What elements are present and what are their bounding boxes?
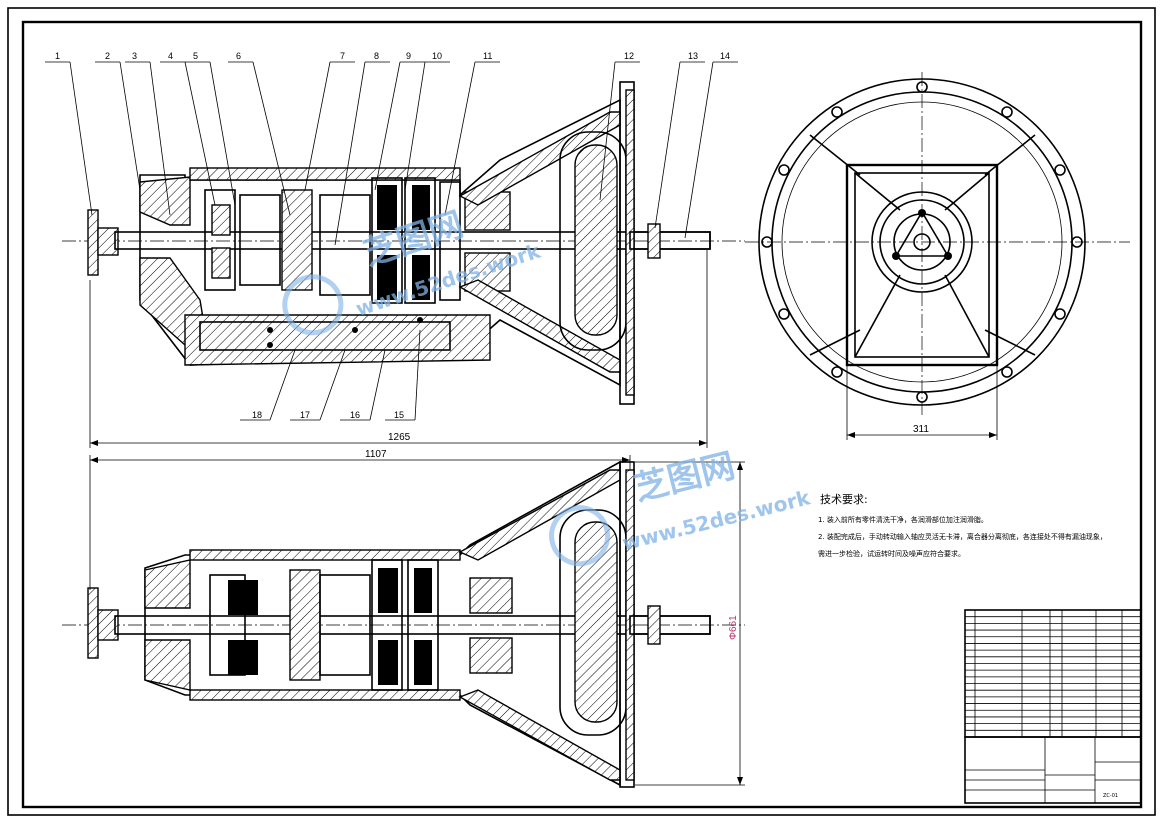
- watermark-brand-bottom: 芝图网: [630, 446, 739, 509]
- dim-1107: 1107: [365, 449, 387, 460]
- part-label-5: 5: [193, 51, 198, 61]
- part-label-11: 11: [483, 51, 492, 61]
- dim-phi-661: Φ661: [728, 615, 739, 640]
- part-label-4: 4: [168, 51, 173, 61]
- top-section-view: [62, 81, 745, 405]
- part-label-3: 3: [132, 51, 137, 61]
- dim-1265: 1265: [388, 432, 411, 443]
- part-label-6: 6: [236, 51, 241, 61]
- part-label-10: 10: [432, 51, 442, 61]
- technical-requirements: 技术要求: 1. 装入前所有零件清洗干净，各润滑部位加注润滑脂。 2. 装配完成…: [818, 493, 1107, 558]
- part-label-14: 14: [720, 51, 730, 61]
- dim-311: 311: [913, 424, 929, 435]
- part-label-2: 2: [105, 51, 110, 61]
- part-label-13: 13: [688, 51, 698, 61]
- tech-req-line-1: 1. 装入前所有零件清洗干净，各润滑部位加注润滑脂。: [818, 515, 988, 524]
- end-view: 311: [745, 72, 1130, 440]
- title-block: ZC-01: [964, 736, 1142, 804]
- part-label-group: 1 2 3 4 5 6 7 8 9 10 11 12 13 14 15 16 1…: [55, 51, 730, 420]
- part-label-8: 8: [374, 51, 379, 61]
- part-label-12: 12: [624, 51, 634, 61]
- part-label-9: 9: [406, 51, 411, 61]
- part-label-18: 18: [252, 410, 262, 420]
- part-leaders-top: [45, 61, 738, 421]
- part-label-7: 7: [340, 51, 345, 61]
- part-label-15: 15: [394, 410, 404, 420]
- drawing-number: ZC-01: [1103, 793, 1118, 799]
- part-label-1: 1: [55, 51, 60, 61]
- tech-req-title: 技术要求:: [820, 493, 868, 506]
- drawing-border: [7, 7, 1156, 816]
- tech-req-line-2: 2. 装配完成后，手动转动输入轴应灵活无卡滞，离合器分离彻底，各连接处不得有漏油…: [818, 532, 1107, 541]
- part-label-16: 16: [350, 410, 360, 420]
- part-label-17: 17: [300, 410, 310, 420]
- parts-list: [964, 609, 1142, 738]
- bottom-exterior-view: 1107 Φ661: [62, 449, 745, 788]
- dimension-overall-length: 1265: [89, 250, 708, 448]
- tech-req-line-3: 需进一步检验，试运转时间及噪声应符合要求。: [818, 549, 965, 558]
